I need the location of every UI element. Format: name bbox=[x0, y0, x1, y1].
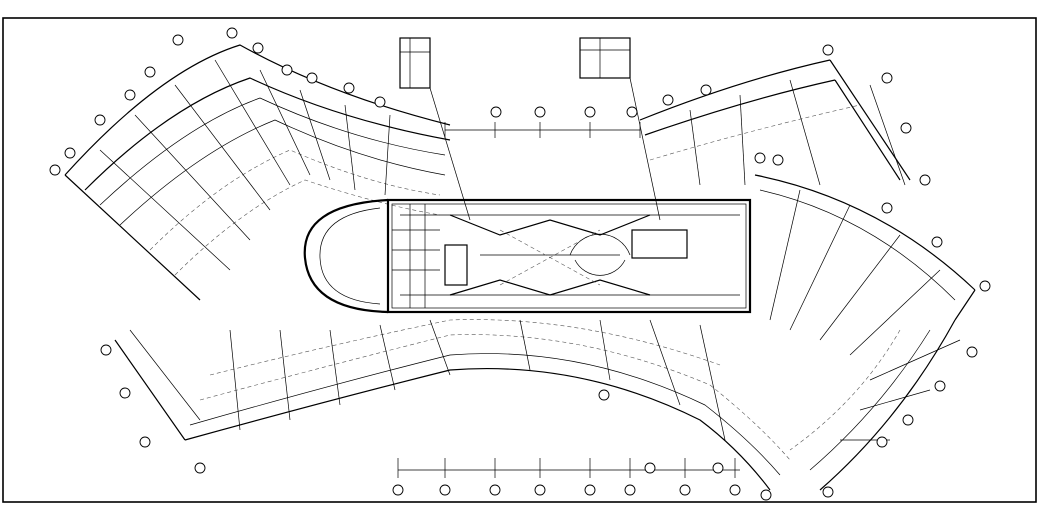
axis-bubble bbox=[119, 387, 131, 399]
axis-bubble bbox=[822, 486, 834, 498]
right-lower-wing bbox=[754, 174, 976, 491]
central-hall bbox=[303, 198, 752, 314]
axis-bubble bbox=[226, 27, 238, 39]
axis-bubble bbox=[343, 82, 355, 94]
axis-bubble bbox=[881, 202, 893, 214]
axis-bubble bbox=[534, 484, 546, 496]
axis-bubble bbox=[644, 462, 656, 474]
detail-inset-right bbox=[579, 37, 661, 221]
axis-bubble bbox=[919, 174, 931, 186]
axis-bubble bbox=[439, 484, 451, 496]
axis-bubble bbox=[931, 236, 943, 248]
axis-bubble bbox=[124, 89, 136, 101]
axis-bubble bbox=[584, 484, 596, 496]
axis-bubble bbox=[881, 72, 893, 84]
axis-bubble bbox=[754, 152, 766, 164]
axis-bubble bbox=[374, 96, 386, 108]
axis-bubble bbox=[144, 66, 156, 78]
axis-bubble bbox=[934, 380, 946, 392]
axis-bubble bbox=[306, 72, 318, 84]
axis-bubble bbox=[49, 164, 61, 176]
lower-wing bbox=[114, 319, 791, 491]
axis-bubble bbox=[712, 462, 724, 474]
axis-bubble bbox=[700, 84, 712, 96]
sheet-frame bbox=[2, 17, 1037, 503]
axis-bubble bbox=[94, 114, 106, 126]
bottom-dimension-line bbox=[397, 458, 740, 478]
right-upper-wing bbox=[639, 59, 911, 186]
axis-bubble bbox=[624, 484, 636, 496]
axis-bubble bbox=[392, 484, 404, 496]
axis-bubble bbox=[729, 484, 741, 496]
axis-bubble bbox=[772, 154, 784, 166]
detail-inset-left bbox=[399, 37, 471, 221]
axis-bubble bbox=[489, 484, 501, 496]
axis-bubble bbox=[64, 147, 76, 159]
axis-bubble bbox=[194, 462, 206, 474]
axis-bubble bbox=[584, 106, 596, 118]
axis-bubble bbox=[966, 346, 978, 358]
axis-bubble bbox=[252, 42, 264, 54]
axis-bubble bbox=[876, 436, 888, 448]
axis-bubble bbox=[626, 106, 638, 118]
axis-bubble bbox=[902, 414, 914, 426]
axis-bubble bbox=[100, 344, 112, 356]
axis-bubble bbox=[172, 34, 184, 46]
axis-bubble bbox=[662, 94, 674, 106]
axis-bubble bbox=[900, 122, 912, 134]
axis-bubble bbox=[979, 280, 991, 292]
top-dimension-line bbox=[444, 122, 641, 138]
axis-bubble bbox=[598, 389, 610, 401]
grid-axis-bubbles bbox=[49, 27, 991, 501]
axis-bubble bbox=[822, 44, 834, 56]
axis-bubble bbox=[139, 436, 151, 448]
axis-bubble bbox=[679, 484, 691, 496]
axis-bubble bbox=[534, 106, 546, 118]
axis-bubble bbox=[490, 106, 502, 118]
axis-bubble bbox=[281, 64, 293, 76]
axis-bubble bbox=[760, 489, 772, 501]
